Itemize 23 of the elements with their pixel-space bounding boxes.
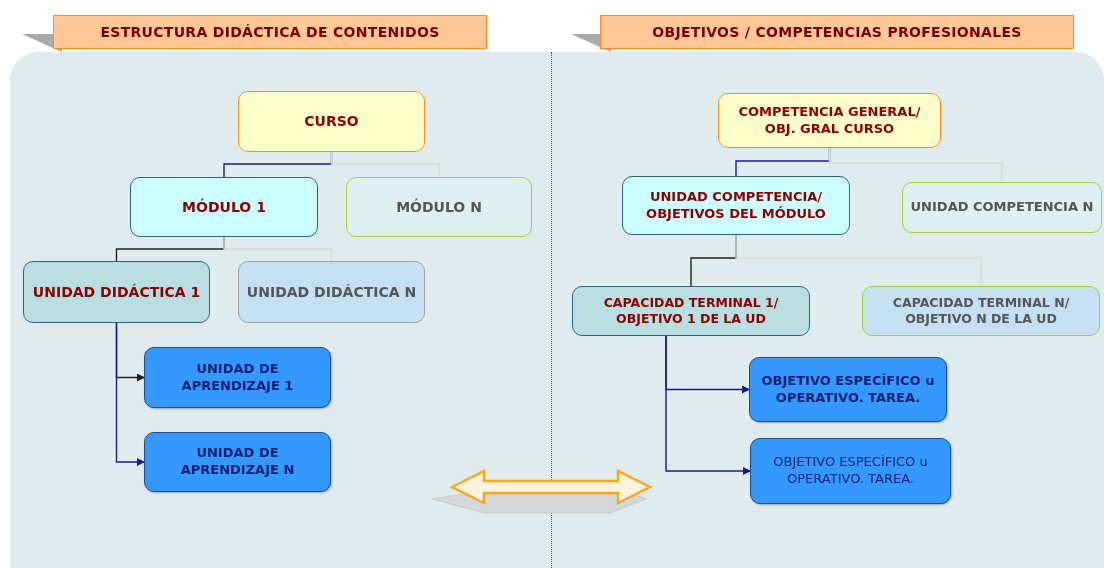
arrow — [665, 335, 751, 475]
connector-line — [223, 236, 333, 262]
process-box: UNIDAD DE APRENDIZAJE 1 — [144, 347, 331, 408]
process-box: CURSO — [238, 91, 425, 152]
process-box: UNIDAD COMPETENCIA/ OBJETIVOS DEL MÓDULO — [622, 176, 850, 235]
double-arrow — [431, 468, 653, 514]
process-box: UNIDAD COMPETENCIA N — [902, 182, 1102, 233]
process-box: MÓDULO N — [346, 177, 532, 237]
process-box: CAPACIDAD TERMINAL 1/ OBJETIVO 1 DE LA UD — [572, 286, 810, 336]
process-box: OBJETIVO ESPECÍFICO u OPERATIVO. TAREA. — [749, 357, 947, 422]
process-box: MÓDULO 1 — [130, 177, 318, 237]
connector-line — [735, 234, 982, 287]
process-box: UNIDAD DIDÁCTICA 1 — [23, 261, 210, 323]
process-box: CAPACIDAD TERMINAL N/ OBJETIVO N DE LA UD — [862, 286, 1100, 336]
process-box: UNIDAD DIDÁCTICA N — [238, 261, 425, 323]
section-heading: ESTRUCTURA DIDÁCTICA DE CONTENIDOS — [53, 15, 487, 49]
connector-line — [330, 151, 440, 178]
process-box: COMPETENCIA GENERAL/ OBJ. GRAL CURSO — [718, 93, 941, 148]
section-heading: OBJETIVOS / COMPETENCIAS PROFESIONALES — [600, 15, 1074, 49]
connector-line — [828, 147, 1003, 183]
process-box: UNIDAD DE APRENDIZAJE N — [144, 432, 331, 492]
arrow — [115, 322, 145, 466]
process-box: OBJETIVO ESPECÍFICO u OPERATIVO. TAREA. — [750, 438, 951, 504]
